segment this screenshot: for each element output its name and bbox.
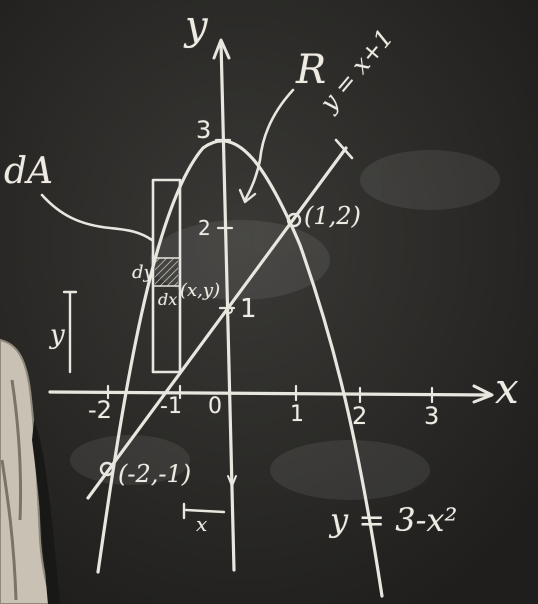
point-lower: [99, 461, 115, 477]
element-outline: [152, 257, 181, 287]
coat-fold: [0, 379, 23, 601]
x-tick-neg1: -1: [160, 394, 182, 419]
line-curve: [86, 146, 348, 500]
y-axis: [219, 40, 236, 572]
y-tick-3: 3: [196, 116, 212, 144]
y-axis-label: y: [185, 3, 208, 49]
x-tick-3: 3: [424, 402, 440, 430]
x-axis-arrowhead: [472, 384, 494, 404]
dy-label: dy: [132, 262, 154, 283]
point-xy-label: (x,y): [180, 280, 221, 301]
shaded-element: [155, 258, 178, 286]
parabola-equation-label: y = 3-x²: [330, 501, 458, 539]
region-leader: [243, 88, 295, 202]
x-tick-0: 0: [208, 394, 222, 419]
line-end-tick: [334, 138, 354, 160]
differential-strip: [151, 178, 182, 374]
diff-area-label: dA: [4, 151, 54, 192]
axis-down-arrow: [227, 475, 237, 487]
height-marker: [62, 290, 78, 374]
x-axis: [48, 390, 492, 397]
parabola-curve: [96, 139, 384, 598]
y-axis-arrowhead: [212, 38, 231, 60]
region-leader-arrow: [238, 188, 257, 204]
da-leader: [40, 193, 154, 242]
side-height-label: y: [50, 320, 65, 350]
coat-shadow: [32, 420, 60, 604]
x-tick-2: 2: [352, 402, 368, 430]
y-tick-1: 1: [240, 294, 257, 324]
point-upper: [286, 212, 302, 228]
region-label: R: [296, 47, 327, 93]
lower-intersection-label: (-2,-1): [118, 460, 192, 488]
upper-intersection-label: (1,2): [304, 202, 361, 230]
x-tick-1: 1: [290, 402, 304, 427]
chalk-smudges: [70, 150, 500, 500]
x-axis-label: x: [495, 364, 519, 413]
x-tick-neg2: -2: [88, 396, 112, 424]
x-axis-ticks: [106, 384, 434, 404]
bottom-marker: [182, 502, 226, 520]
bottom-x-label: x: [196, 512, 208, 536]
dx-label: dx: [158, 290, 178, 309]
point-y-intercept: [225, 306, 233, 314]
y-tick-2: 2: [198, 216, 211, 240]
